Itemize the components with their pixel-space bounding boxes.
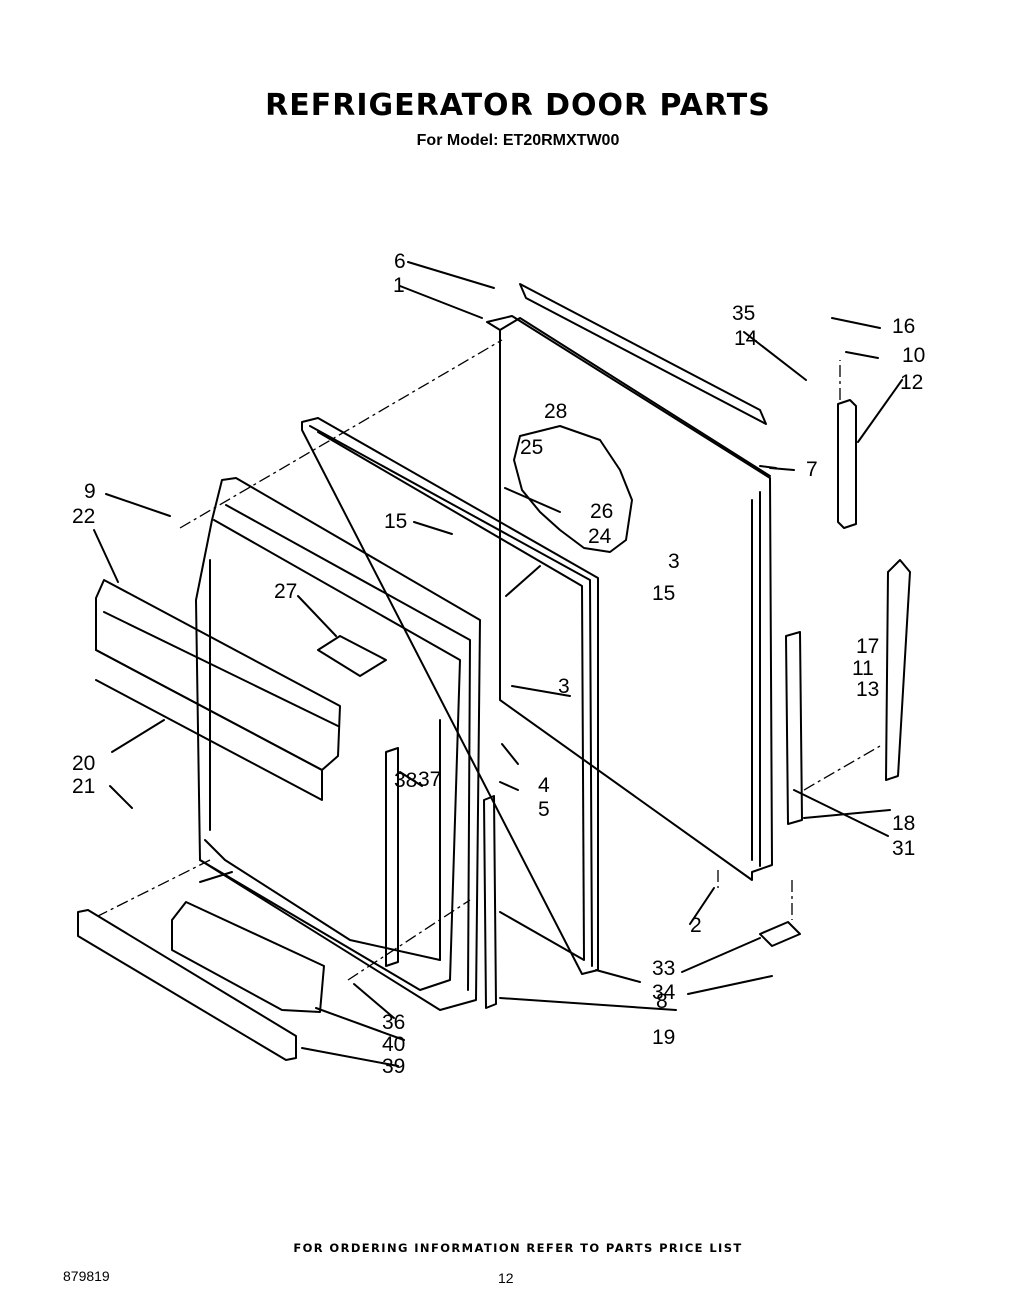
- callout-24: 24: [588, 525, 612, 548]
- callout-33: 33: [652, 957, 675, 980]
- callout-15: 15: [652, 582, 675, 605]
- callout-21: 21: [72, 775, 95, 798]
- document-number: 879819: [63, 1268, 110, 1284]
- callout-3: 3: [668, 550, 680, 573]
- callout-9: 9: [84, 480, 96, 503]
- callout-35: 35: [732, 302, 755, 325]
- callout-28: 28: [544, 400, 567, 423]
- callout-8: 8: [656, 990, 668, 1013]
- callout-6: 6: [394, 250, 406, 273]
- bottom-trim: [77, 909, 297, 1061]
- bottom-hinge: [759, 921, 801, 947]
- callout-1: 1: [393, 274, 405, 297]
- door-handle: [483, 795, 497, 1009]
- door-top-trim: [519, 283, 767, 425]
- side-trim: [885, 559, 911, 781]
- hinge-pin-cover: [837, 399, 857, 529]
- callout-14: 14: [734, 327, 758, 350]
- callout-39: 39: [382, 1055, 405, 1078]
- callout-26: 26: [590, 500, 613, 523]
- callout-2: 2: [690, 914, 702, 937]
- callout-10: 10: [902, 344, 925, 367]
- callout-27: 27: [274, 580, 297, 603]
- door-bin: [171, 901, 325, 1013]
- callout-40: 40: [382, 1033, 405, 1056]
- callout-11: 11: [852, 657, 874, 680]
- callout-18: 18: [892, 812, 915, 835]
- callout-31: 31: [892, 837, 915, 860]
- page-title: REFRIGERATOR DOOR PARTS: [265, 88, 771, 123]
- callout-38: 38: [394, 769, 417, 792]
- callout-22: 22: [72, 505, 95, 528]
- callout-13: 13: [856, 678, 879, 701]
- page-number: 12: [498, 1270, 514, 1286]
- callout-16: 16: [892, 315, 915, 338]
- callout-17: 17: [856, 635, 879, 658]
- callout-25: 25: [520, 436, 543, 459]
- ordering-note: FOR ORDERING INFORMATION REFER TO PARTS …: [293, 1241, 743, 1255]
- dashed-assembly-lines: [97, 339, 881, 981]
- shelf: [317, 635, 387, 677]
- callout-3: 3: [558, 675, 570, 698]
- shelf-rail: [385, 747, 399, 967]
- callout-36: 36: [382, 1011, 405, 1034]
- callout-37: 37: [418, 768, 441, 791]
- model-subtitle: For Model: ET20RMXTW00: [416, 132, 620, 149]
- callout-12: 12: [900, 371, 923, 394]
- callout-4: 4: [538, 774, 550, 797]
- callout-7: 7: [806, 458, 818, 481]
- callout-20: 20: [72, 752, 95, 775]
- callout-labels: 1233456789101112131415151617181920212224…: [72, 250, 925, 1078]
- callout-34: 34: [652, 981, 676, 1004]
- callout-19: 19: [652, 1026, 675, 1049]
- insulation-cutaway: [513, 425, 633, 553]
- door-liner: [195, 477, 481, 1011]
- door-gasket: [301, 417, 599, 975]
- callout-5: 5: [538, 798, 550, 821]
- dairy-door: [95, 579, 341, 771]
- callout-15: 15: [384, 510, 407, 533]
- outer-door-panel: [486, 315, 773, 881]
